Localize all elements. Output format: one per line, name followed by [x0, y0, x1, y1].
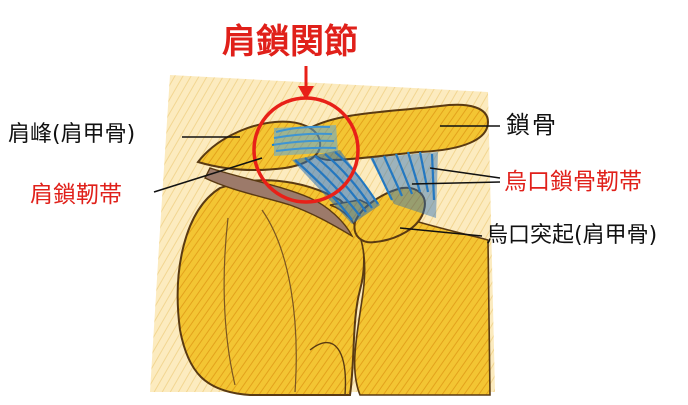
trapezoid-fill: [292, 150, 380, 224]
humerus-shaft-line: [223, 217, 236, 386]
label-coracoid-process: 烏口突起(肩甲骨): [486, 223, 658, 248]
label-coracoclavicular-ligament: 烏口鎖骨靭帯: [504, 169, 642, 195]
glenoid-shadow: [309, 341, 347, 396]
leader-line-acl: [153, 157, 263, 193]
diagram-title: 肩鎖関節: [222, 22, 358, 62]
label-acromioclavicular-ligament: 肩鎖靭帯: [30, 182, 122, 208]
leader-line-ccl-1: [429, 167, 501, 179]
acromioclavicular-ligament-fill: [274, 125, 338, 156]
label-clavicle: 鎖骨: [506, 111, 558, 139]
humeral-head: [176, 179, 365, 396]
title-arrow-head: [298, 86, 314, 100]
articular-cartilage: [204, 167, 354, 238]
leader-line-coracoid: [399, 227, 483, 237]
coracoclavicular-ligament-conoid: [371, 151, 436, 201]
leader-line-ccl-2: [411, 181, 501, 185]
humerus-neck-line: [261, 209, 297, 393]
conoid-fill: [370, 152, 438, 218]
label-acromion: 肩峰(肩甲骨): [8, 122, 136, 147]
